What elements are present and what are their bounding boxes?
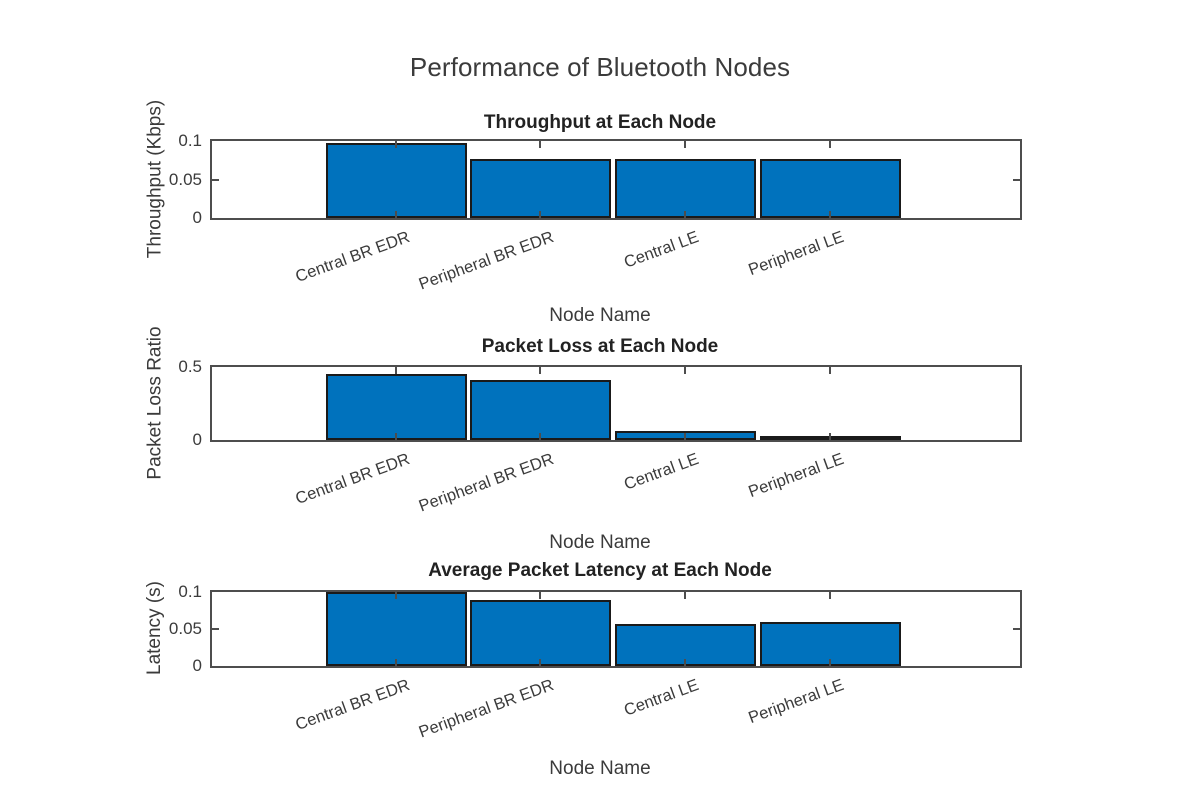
- y-tick-label: 0: [192, 208, 202, 227]
- bar: [325, 142, 467, 218]
- x-tick-mark: [684, 367, 686, 374]
- y-tick-mark: [212, 628, 219, 630]
- bar: [469, 379, 611, 440]
- y-tick-label: 0.05: [168, 169, 202, 189]
- bar: [469, 600, 611, 666]
- y-tick-mark: [212, 178, 219, 181]
- plot-area: [212, 141, 1020, 218]
- bar: [759, 158, 901, 218]
- y-tick-label: 0.5: [178, 357, 202, 376]
- axes-box: [210, 365, 1022, 442]
- figure-title: Performance of Bluetooth Nodes: [409, 52, 791, 82]
- x-tick-mark: [539, 367, 541, 374]
- bar: [614, 158, 756, 218]
- y-axis-label: Latency (s): [144, 581, 165, 675]
- x-tick-mark: [829, 433, 831, 440]
- x-tick-mark: [539, 592, 541, 599]
- x-tick-mark: [395, 141, 397, 148]
- axes-box: [210, 590, 1022, 668]
- x-tick-mark: [829, 659, 831, 666]
- x-tick-mark: [684, 659, 686, 666]
- subplot-title: Packet Loss at Each Node: [481, 336, 719, 357]
- x-tick-mark: [539, 211, 541, 218]
- y-tick-mark: [1013, 178, 1020, 181]
- x-tick-mark: [829, 592, 831, 599]
- y-tick-label: 0: [192, 430, 202, 449]
- y-tick-label: 0.1: [178, 131, 202, 150]
- x-tick-mark: [829, 211, 831, 218]
- x-tick-mark: [395, 659, 397, 666]
- x-tick-mark: [684, 141, 686, 148]
- x-tick-mark: [684, 433, 686, 440]
- x-tick-mark: [395, 592, 397, 599]
- y-axis-label: Packet Loss Ratio: [144, 325, 165, 480]
- y-tick-label: 0.05: [168, 619, 202, 638]
- x-tick-mark: [395, 211, 397, 218]
- bar: [325, 592, 467, 666]
- subplot-title: Throughput at Each Node: [483, 112, 717, 133]
- x-axis-label: Node Name: [549, 305, 651, 326]
- x-tick-mark: [829, 367, 831, 374]
- axes-box: [210, 139, 1022, 220]
- plot-area: [212, 592, 1020, 666]
- bar: [325, 374, 467, 440]
- x-tick-mark: [539, 659, 541, 666]
- y-tick-label: 0.1: [178, 582, 202, 601]
- subplot-title: Average Packet Latency at Each Node: [428, 560, 772, 581]
- x-tick-mark: [684, 211, 686, 218]
- x-tick-mark: [395, 367, 397, 374]
- y-axis-label: Throughput (Kbps): [144, 99, 165, 258]
- x-tick-mark: [539, 433, 541, 440]
- bar: [614, 623, 756, 666]
- x-tick-mark: [539, 141, 541, 148]
- x-axis-label: Node Name: [549, 532, 651, 553]
- x-tick-mark: [684, 592, 686, 599]
- x-tick-mark: [829, 141, 831, 148]
- bar: [469, 158, 611, 218]
- plot-area: [212, 367, 1020, 440]
- y-tick-mark: [1013, 628, 1020, 630]
- x-tick-mark: [395, 433, 397, 440]
- x-axis-label: Node Name: [549, 758, 651, 779]
- y-tick-label: 0: [192, 656, 202, 675]
